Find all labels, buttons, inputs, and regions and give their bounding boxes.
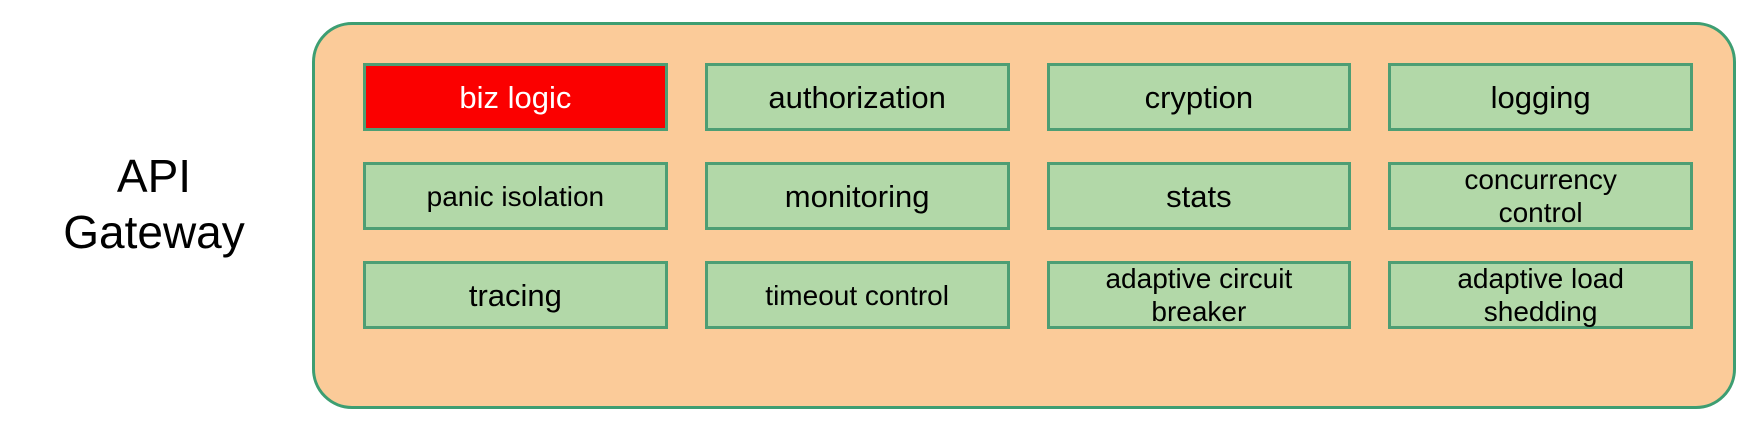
api-gateway-label: API Gateway	[63, 150, 245, 258]
module-box-cryption[interactable]: cryption	[1046, 63, 1352, 131]
module-box-biz-logic[interactable]: biz logic	[363, 63, 668, 131]
api-gateway-container: biz logic authorization cryption logging pan…	[312, 22, 1736, 409]
module-box-panic-isolation[interactable]: panic isolation	[363, 162, 668, 230]
module-box-logging[interactable]: logging	[1388, 63, 1693, 131]
module-box-concurrency-control[interactable]: concurrency control	[1388, 162, 1693, 230]
module-box-authorization[interactable]: authorization	[704, 63, 1010, 131]
module-box-timeout-control[interactable]: timeout control	[704, 261, 1010, 329]
module-box-monitoring[interactable]: monitoring	[704, 162, 1010, 230]
module-grid: biz logic authorization cryption logging pan…	[363, 63, 1693, 329]
module-box-adaptive-load-shedding[interactable]: adaptive load shedding	[1388, 261, 1693, 329]
module-box-stats[interactable]: stats	[1046, 162, 1352, 230]
module-box-adaptive-circuit-breaker[interactable]: adaptive circuit breaker	[1046, 261, 1352, 329]
module-box-tracing[interactable]: tracing	[363, 261, 668, 329]
